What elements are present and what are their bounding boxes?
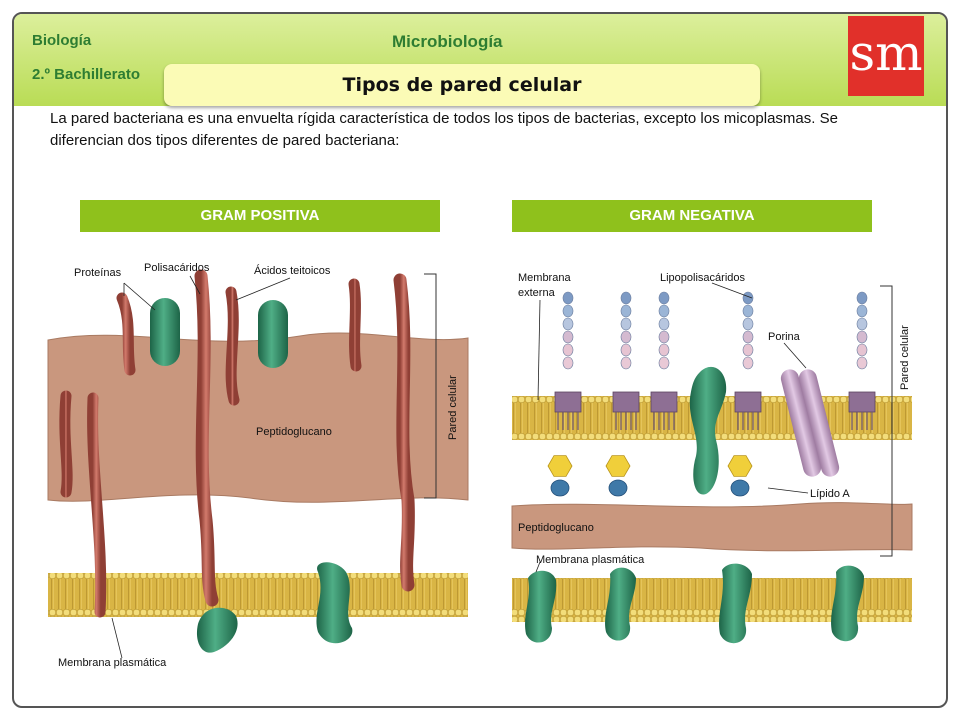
polysaccharides-annotation: Polisacáridos — [144, 262, 210, 274]
membrane-protein — [316, 562, 353, 644]
intro-text: La pared bacteriana es una envuelta rígi… — [50, 110, 838, 149]
cell-wall-annotation: Pared celular — [447, 375, 459, 440]
outer-membrane-protein — [689, 366, 727, 495]
lps-bead — [562, 356, 574, 370]
wall-protein — [150, 298, 180, 366]
lps-bead — [562, 304, 574, 318]
lps-bead — [856, 343, 868, 357]
plasma-membrane — [48, 573, 468, 617]
section-title: Microbiología — [392, 32, 503, 51]
lps-bead — [562, 330, 574, 344]
lipopolysaccharide-chains — [547, 291, 876, 497]
lps-core — [650, 391, 678, 413]
gram-negative-diagram: Membrana externa Lipopolisacáridos Porin… — [511, 272, 913, 644]
lps-bead — [658, 343, 670, 357]
lps-bead — [562, 343, 574, 357]
lipid-a-head — [550, 479, 570, 497]
lipid-a-annotation: Lípido A — [810, 488, 850, 500]
lps-bead — [856, 317, 868, 331]
lps-core — [612, 391, 640, 413]
lps-bead — [620, 343, 632, 357]
teichoic-acid — [59, 390, 73, 498]
gram-positive-label: GRAM POSITIVA — [80, 200, 440, 232]
peptidoglycan-layer — [511, 502, 913, 552]
lps-bead — [742, 304, 754, 318]
lipid-a-head — [608, 479, 628, 497]
outer-membrane-annotation-2: externa — [518, 287, 556, 299]
membrane-protein — [831, 565, 864, 642]
teichoic-acid — [194, 269, 219, 607]
lps-bead — [856, 291, 868, 305]
membrane-annotation: Membrana plasmática — [536, 554, 645, 566]
teichoic-acid — [87, 392, 107, 618]
peptidoglycan-annotation: Peptidoglucano — [256, 426, 332, 438]
porin — [780, 369, 840, 477]
lps-bead — [742, 317, 754, 331]
cell-wall-annotation: Pared celular — [899, 325, 911, 390]
lps-bead — [856, 304, 868, 318]
lps-bead — [620, 291, 632, 305]
teichoic-acid — [116, 292, 136, 376]
lps-bead — [658, 304, 670, 318]
peptidoglycan-annotation: Peptidoglucano — [518, 522, 594, 534]
lps-core — [734, 391, 762, 413]
subject-label: Biología — [32, 32, 92, 49]
gram-negative-label: GRAM NEGATIVA — [512, 200, 872, 232]
teichoic-acid — [225, 286, 240, 406]
lps-bead — [742, 291, 754, 305]
course-label: 2.º Bachillerato — [32, 66, 141, 83]
lps-bead — [562, 317, 574, 331]
lps-bead — [658, 317, 670, 331]
lipid-a-hexagon — [605, 455, 631, 477]
membrane-protein — [196, 607, 238, 653]
lps-bead — [742, 330, 754, 344]
lps-bead — [856, 330, 868, 344]
porin-annotation: Porina — [768, 331, 801, 343]
proteins-annotation: Proteínas — [74, 267, 122, 279]
membrane-protein — [525, 570, 557, 643]
lps-bead — [562, 291, 574, 305]
wall-protein — [258, 300, 288, 368]
membrane-protein — [605, 567, 636, 641]
lps-bead — [620, 317, 632, 331]
teichoic-acid — [348, 278, 362, 372]
membrane-annotation: Membrana plasmática — [58, 657, 167, 669]
outer-membrane-annotation: Membrana — [518, 272, 571, 284]
lps-bead — [658, 291, 670, 305]
lps-core — [554, 391, 582, 413]
gram-positive-diagram: Proteínas Polisacáridos Ácidos teitoicos… — [47, 262, 469, 669]
lps-bead — [742, 356, 754, 370]
lps-core — [848, 391, 876, 413]
lipid-a-head — [730, 479, 750, 497]
lps-bead — [658, 356, 670, 370]
lipid-a-hexagon — [727, 455, 753, 477]
lps-bead — [742, 343, 754, 357]
teichoic-annotation: Ácidos teitoicos — [254, 264, 331, 277]
lps-bead — [658, 330, 670, 344]
lipid-a-hexagon — [547, 455, 573, 477]
lps-bead — [620, 356, 632, 370]
sm-logo: sm — [848, 16, 924, 96]
page-title: Tipos de pared celular — [164, 64, 760, 106]
lps-bead — [620, 304, 632, 318]
teichoic-acid — [393, 273, 415, 592]
lipopolysaccharides-annotation: Lipopolisacáridos — [660, 272, 745, 284]
lps-bead — [620, 330, 632, 344]
lps-bead — [856, 356, 868, 370]
membrane-protein — [719, 563, 752, 644]
